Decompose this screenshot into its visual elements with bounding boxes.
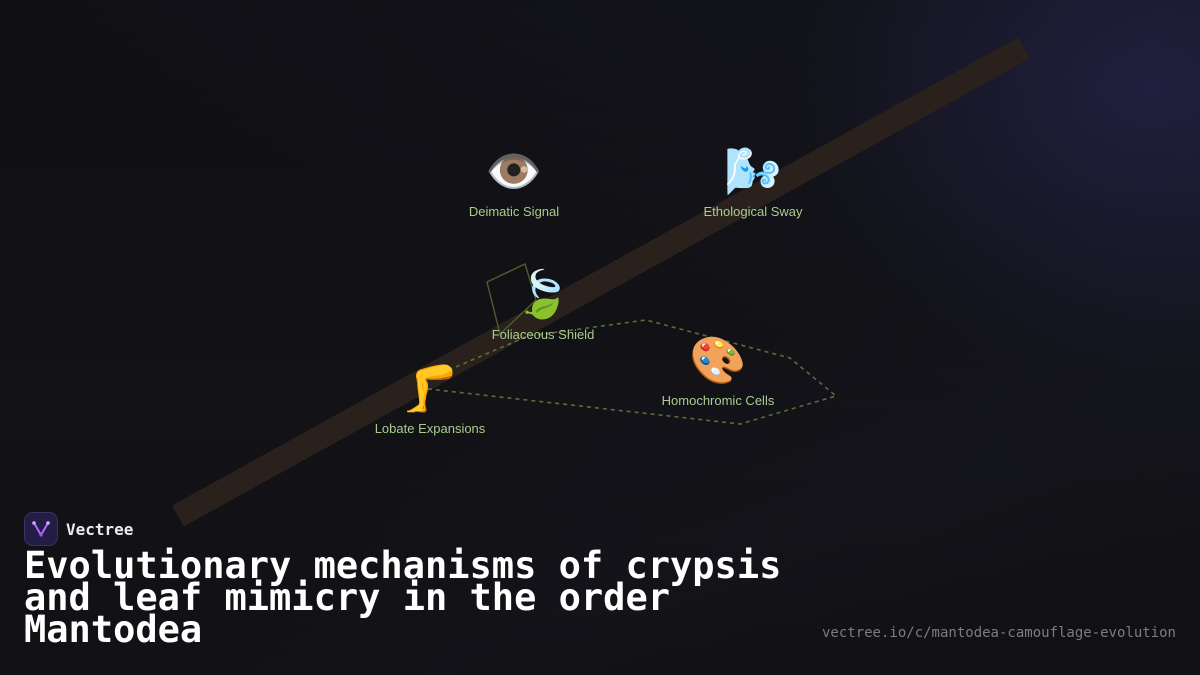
- brand-name: Vectree: [66, 519, 134, 539]
- node-deimatic-signal[interactable]: 👁️ Deimatic Signal: [414, 146, 614, 219]
- page-url[interactable]: vectree.io/c/mantodea-camouflage-evoluti…: [821, 625, 1176, 641]
- leaf-outline-shape: [486, 263, 537, 336]
- vectree-logo-icon: [24, 512, 58, 546]
- node-label: Lobate Expansions: [374, 421, 486, 436]
- node-foliaceous-shield[interactable]: 🍃 Foliaceous Shield: [443, 269, 643, 342]
- dashed-connector-path: [419, 319, 838, 425]
- brand[interactable]: Vectree: [24, 512, 133, 546]
- palette-icon: 🎨: [689, 333, 747, 387]
- fluttering-leaf-icon: 🍃: [514, 267, 572, 321]
- eye-icon: 👁️: [485, 144, 543, 198]
- node-label: Deimatic Signal: [468, 204, 560, 219]
- page-title: Evolutionary mechanisms of crypsis and l…: [24, 544, 782, 651]
- branch-stick: [172, 37, 1030, 527]
- leg-icon: 🦵: [401, 361, 459, 415]
- node-label: Foliaceous Shield: [491, 327, 595, 342]
- node-ethological-sway[interactable]: 🌬️ Ethological Sway: [653, 146, 853, 219]
- wind-face-icon: 🌬️: [724, 144, 782, 198]
- node-label: Homochromic Cells: [661, 393, 775, 408]
- node-homochromic-cells[interactable]: 🎨 Homochromic Cells: [618, 335, 818, 408]
- node-lobate-expansions[interactable]: 🦵 Lobate Expansions: [330, 363, 530, 436]
- node-label: Ethological Sway: [703, 204, 803, 219]
